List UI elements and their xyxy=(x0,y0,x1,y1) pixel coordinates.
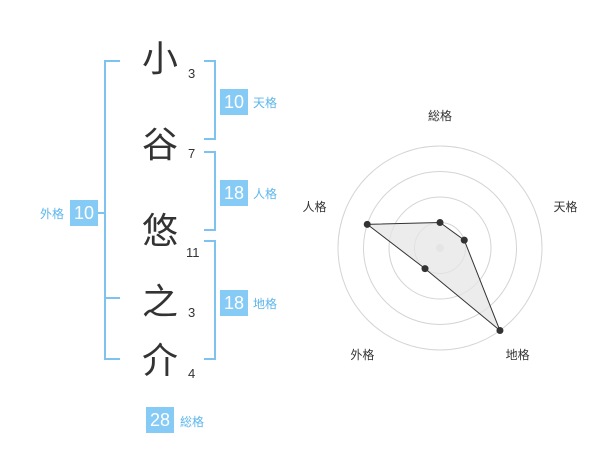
radar-axis-label-1: 総格 xyxy=(428,108,452,123)
stroke-count-1: 3 xyxy=(188,66,196,81)
stroke-count-5: 4 xyxy=(188,366,196,381)
name-char-2: 谷 xyxy=(141,125,178,166)
stroke-count-3: 11 xyxy=(186,245,200,260)
name-char-4: 之 xyxy=(141,282,178,323)
radar-point-3 xyxy=(496,327,504,335)
jinkaku-label: 人格 xyxy=(253,187,278,201)
tenkaku-label: 天格 xyxy=(253,96,278,110)
chikaku-value: 18 xyxy=(220,290,248,316)
stroke-count-4: 3 xyxy=(188,305,196,320)
jinkaku-value: 18 xyxy=(220,180,248,206)
radar-ring-4 xyxy=(337,145,543,351)
chikaku-label: 地格 xyxy=(253,297,278,311)
radar-point-4 xyxy=(421,265,429,273)
gaikaku-value: 10 xyxy=(70,200,98,226)
soukaku-label: 総格 xyxy=(180,415,205,429)
name-char-3: 悠 xyxy=(141,211,178,252)
gaikaku-label: 外格 xyxy=(40,207,65,221)
stroke-count-2: 7 xyxy=(188,146,196,161)
radar-axis-label-4: 外格 xyxy=(350,347,374,362)
name-char-1: 小 xyxy=(141,39,178,80)
radar-axis-label-2: 天格 xyxy=(554,199,578,214)
tenkaku-value: 10 xyxy=(220,89,248,115)
radar-polygon xyxy=(365,221,501,331)
radar-point-1 xyxy=(436,219,444,226)
radar-ring-2 xyxy=(388,196,492,300)
radar-axis-label-5: 人格 xyxy=(302,199,326,214)
soukaku-value: 28 xyxy=(146,407,174,433)
radar-axis-label-3: 地格 xyxy=(506,347,530,362)
radar-ring-3 xyxy=(363,171,517,325)
radar-point-5 xyxy=(363,220,371,228)
radar-point-2 xyxy=(460,236,468,244)
name-char-5: 介 xyxy=(141,341,178,382)
